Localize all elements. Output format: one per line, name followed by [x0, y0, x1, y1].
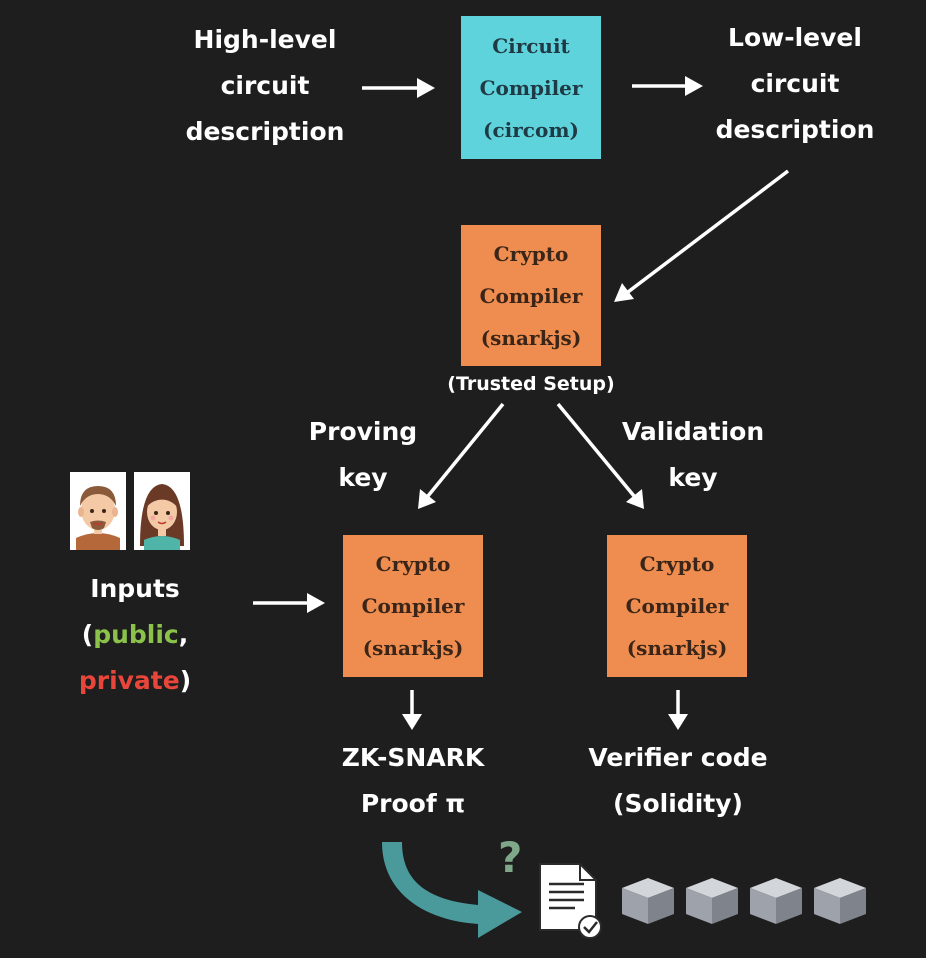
arrow-highlevel-to-compiler	[362, 78, 435, 98]
inputs-label: Inputs (public, private)	[40, 566, 230, 704]
arrow-lowlevel-to-crypto	[614, 169, 790, 302]
arrow-validation-key	[556, 402, 644, 509]
low-level-description-label: Low-level circuit description	[715, 23, 875, 144]
block-cube	[622, 878, 674, 924]
trusted-setup-label: (Trusted Setup)	[447, 373, 615, 395]
blockchain-blocks-icon	[622, 878, 866, 924]
woman-avatar-icon	[134, 472, 190, 550]
document-check-icon	[539, 863, 602, 939]
circuit-compiler-box: Circuit Compiler (circom)	[461, 16, 601, 159]
verifier-code-label: Verifier code (Solidity)	[588, 743, 768, 818]
validation-key-label: Validation key	[621, 417, 765, 492]
arrow-proving-key	[418, 402, 505, 509]
proving-key-label: Proving key	[308, 417, 418, 492]
question-mark-icon: ?	[498, 833, 523, 882]
inputs-visibility-line: (public, private)	[78, 620, 192, 695]
private-label: private	[78, 666, 180, 695]
arrow-inputs-to-crypto	[253, 593, 325, 613]
crypto-compiler-setup-box: Crypto Compiler (snarkjs)	[461, 225, 601, 366]
zk-snark-proof-label: ZK-SNARK Proof π	[341, 743, 485, 818]
block-cube	[814, 878, 866, 924]
crypto-compiler-prove-box: Crypto Compiler (snarkjs)	[343, 535, 483, 677]
high-level-description-label: High-level circuit description	[185, 25, 345, 146]
arrow-verify-down	[668, 690, 688, 730]
crypto-compiler-verify-box: Crypto Compiler (snarkjs)	[607, 535, 747, 677]
man-avatar-icon	[70, 472, 126, 550]
arrow-compiler-to-lowlevel	[632, 76, 703, 96]
block-cube	[686, 878, 738, 924]
curved-submit-arrow-icon	[382, 842, 522, 938]
public-label: public	[93, 620, 179, 649]
arrow-prove-down	[402, 690, 422, 730]
block-cube	[750, 878, 802, 924]
